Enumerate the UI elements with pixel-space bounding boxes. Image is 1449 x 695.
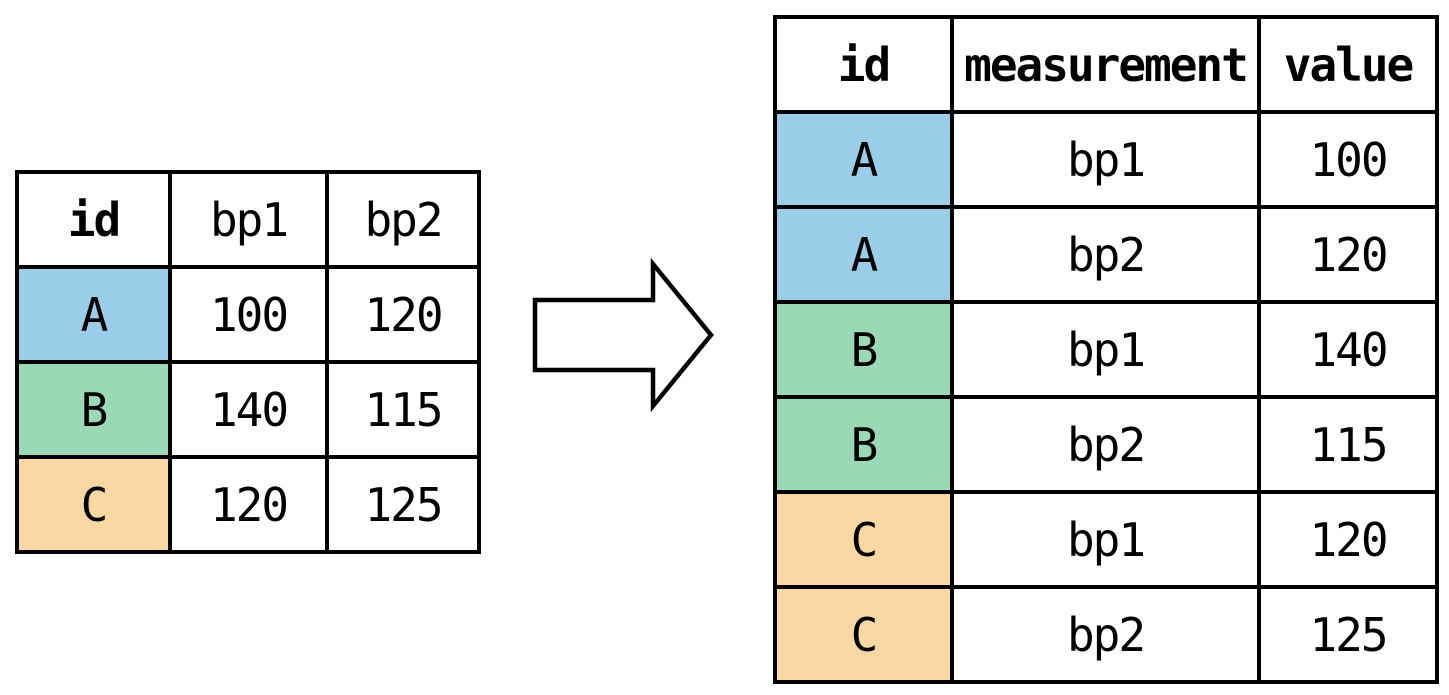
- long-id-cell-b: B: [773, 395, 954, 494]
- wide-bp1-cell: 140: [168, 360, 329, 459]
- long-measurement-cell: bp2: [950, 205, 1261, 304]
- long-value-cell: 140: [1257, 300, 1439, 399]
- wide-bp2-cell: 115: [325, 360, 481, 459]
- table-row: C bp2 125: [773, 585, 1439, 684]
- wide-id-cell-c: C: [15, 455, 172, 554]
- long-value-cell: 100: [1257, 110, 1439, 209]
- table-row: A 100 120: [15, 265, 481, 364]
- long-header-id: id: [773, 15, 954, 114]
- table-row: A bp1 100: [773, 110, 1439, 209]
- long-measurement-cell: bp1: [950, 300, 1261, 399]
- long-table: id measurement value A bp1 100 A bp2 120…: [773, 15, 1439, 684]
- table-row: B bp1 140: [773, 300, 1439, 399]
- wide-header-bp1: bp1: [168, 170, 329, 269]
- wide-header-id: id: [15, 170, 172, 269]
- wide-bp2-cell: 125: [325, 455, 481, 554]
- long-measurement-cell: bp1: [950, 110, 1261, 209]
- long-measurement-cell: bp2: [950, 395, 1261, 494]
- long-id-cell-b: B: [773, 300, 954, 399]
- wide-bp2-cell: 120: [325, 265, 481, 364]
- long-value-cell: 115: [1257, 395, 1439, 494]
- table-row: B bp2 115: [773, 395, 1439, 494]
- table-row: A bp2 120: [773, 205, 1439, 304]
- wide-header-bp2: bp2: [325, 170, 481, 269]
- long-header-value: value: [1257, 15, 1439, 114]
- wide-id-cell-a: A: [15, 265, 172, 364]
- long-id-cell-a: A: [773, 110, 954, 209]
- long-measurement-cell: bp1: [950, 490, 1261, 589]
- long-value-cell: 120: [1257, 490, 1439, 589]
- long-id-cell-c: C: [773, 585, 954, 684]
- wide-bp1-cell: 100: [168, 265, 329, 364]
- wide-header-row: id bp1 bp2: [15, 170, 481, 269]
- long-header-row: id measurement value: [773, 15, 1439, 114]
- table-row: C 120 125: [15, 455, 481, 554]
- long-measurement-cell: bp2: [950, 585, 1261, 684]
- table-row: B 140 115: [15, 360, 481, 459]
- wide-id-cell-b: B: [15, 360, 172, 459]
- long-value-cell: 120: [1257, 205, 1439, 304]
- long-header-measurement: measurement: [950, 15, 1261, 114]
- table-row: C bp1 120: [773, 490, 1439, 589]
- long-id-cell-c: C: [773, 490, 954, 589]
- long-value-cell: 125: [1257, 585, 1439, 684]
- right-block-arrow-icon: [532, 257, 714, 413]
- wide-table: id bp1 bp2 A 100 120 B 140 115 C 120 125: [15, 170, 481, 554]
- long-id-cell-a: A: [773, 205, 954, 304]
- wide-bp1-cell: 120: [168, 455, 329, 554]
